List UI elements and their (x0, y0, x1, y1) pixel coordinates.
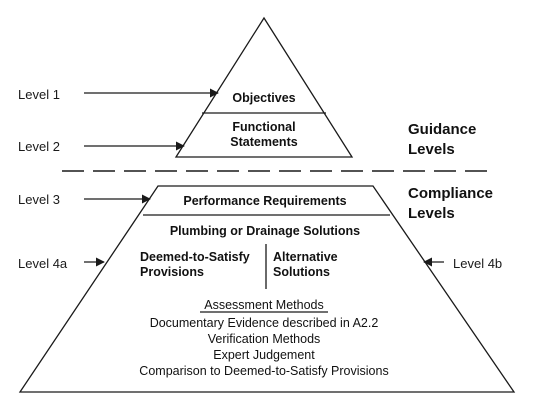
guidance-label-line2: Levels (408, 141, 455, 158)
compliance-pyramid (18, 185, 516, 393)
dts-label-line1: Deemed-to-Satisfy (140, 250, 250, 264)
guidance-pyramid (174, 16, 354, 158)
method-item: Comparison to Deemed-to-Satisfy Provisio… (139, 364, 388, 378)
objectives-label: Objectives (232, 91, 295, 105)
solutions-label: Plumbing or Drainage Solutions (170, 224, 360, 238)
alt-label-line1: Alternative (273, 250, 338, 264)
method-item: Expert Judgement (213, 348, 315, 362)
level4b-label: Level 4b (453, 256, 502, 271)
compliance-label-line1: Compliance (408, 185, 493, 202)
functional-label-line2: Statements (230, 135, 297, 149)
assessment-title: Assessment Methods (204, 298, 324, 312)
dts-label-line2: Provisions (140, 265, 204, 279)
method-item: Verification Methods (208, 332, 321, 346)
level3-label: Level 3 (18, 192, 60, 207)
level2-label: Level 2 (18, 139, 60, 154)
level4a-label: Level 4a (18, 256, 68, 271)
compliance-label-line2: Levels (408, 205, 455, 222)
method-item: Documentary Evidence described in A2.2 (150, 316, 379, 330)
guidance-label-line1: Guidance (408, 121, 476, 138)
functional-label-line1: Functional (232, 120, 295, 134)
performance-label: Performance Requirements (183, 194, 346, 208)
alt-label-line2: Solutions (273, 265, 330, 279)
level1-label: Level 1 (18, 87, 60, 102)
